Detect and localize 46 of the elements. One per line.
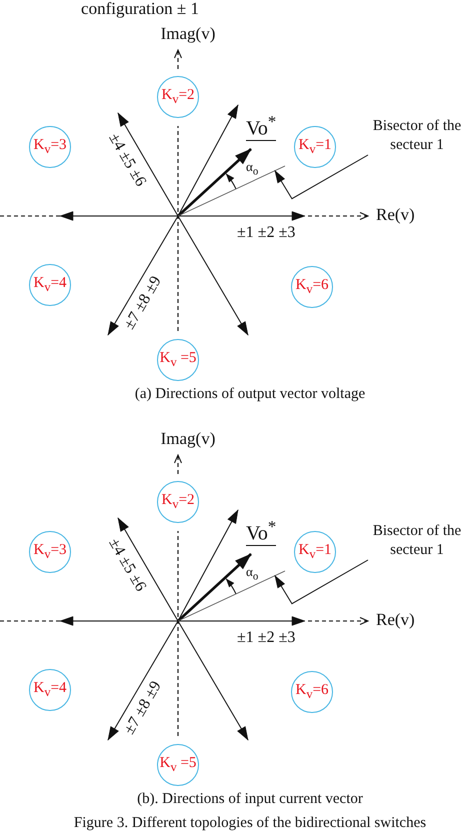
vector-label: ±4 ±5 ±6 — [104, 130, 150, 190]
sector-circle — [29, 126, 71, 168]
vector-label: ±1 ±2 ±3 — [237, 629, 296, 647]
sector-circle — [291, 671, 333, 713]
bisector-line — [178, 166, 286, 216]
vector-label: ±1 ±2 ±3 — [237, 224, 296, 242]
subfigure-caption: (a) Directions of output vector voltage — [134, 386, 366, 402]
figure-caption: Figure 3. Different topologies of the bidirectional switches — [74, 815, 426, 832]
vector-label: ±7 ±8 ±9 — [120, 678, 166, 738]
axis-label: Imag(v) — [160, 430, 216, 449]
subfigure-caption: (b). Directions of input current vector — [137, 791, 363, 808]
angle-label: α$_{o}$ — [246, 565, 258, 582]
callout-text: Bisector of the secteur 1 — [360, 117, 474, 155]
sector-label: K$_{v}$=3 — [33, 543, 67, 561]
sector-circle — [157, 76, 199, 118]
sector-circle — [29, 264, 71, 306]
sector-label: K$_{v}$ =5 — [160, 756, 196, 774]
sector-circle — [294, 126, 336, 168]
sector-label: K$_{v}$=2 — [161, 88, 195, 106]
sector-circle — [157, 481, 199, 523]
axis-label: Imag(v) — [160, 25, 216, 44]
sector-circle — [29, 531, 71, 573]
sector-label: K$_{v}$=2 — [161, 493, 195, 511]
leader-line — [274, 154, 368, 200]
sector-label: K$_{v}$=6 — [295, 278, 329, 296]
bisector-line — [178, 570, 286, 622]
axis-label: Re(v) — [376, 611, 415, 630]
sector-circle — [294, 531, 336, 573]
angle-label: α$_{o}$ — [246, 160, 258, 178]
axis-label: Re(v) — [376, 206, 415, 225]
sector-circle — [291, 266, 333, 308]
sector-circle — [157, 339, 199, 381]
vector-label: ±4 ±5 ±6 — [104, 535, 150, 595]
heading-text: configuration ± 1 — [81, 0, 199, 19]
leader-line — [274, 560, 368, 604]
sector-label: K$_{v}$=4 — [33, 276, 67, 294]
vector-label: ±7 ±8 ±9 — [120, 273, 166, 333]
sector-circle — [157, 744, 199, 786]
sector-label: K$_{v}$ =5 — [160, 351, 196, 369]
sector-label: K$_{v}$=6 — [295, 683, 329, 701]
sector-circle — [29, 669, 71, 711]
sector-label: K$_{v}$=4 — [33, 681, 67, 699]
sector-label: K$_{v}$=1 — [298, 138, 332, 156]
sector-label: K$_{v}$=3 — [33, 138, 67, 156]
sector-label: K$_{v}$=1 — [298, 543, 332, 561]
callout-text: Bisector of the secteur 1 — [360, 522, 474, 560]
